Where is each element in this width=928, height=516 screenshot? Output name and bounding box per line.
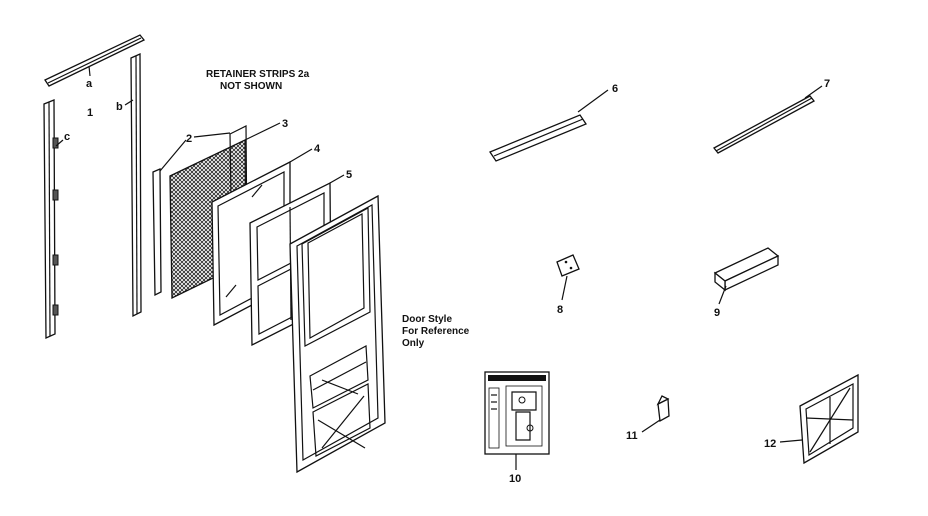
label-7: 7	[824, 78, 830, 90]
label-2: 2	[186, 133, 192, 145]
top-rail-part-a	[44, 34, 146, 87]
label-6: 6	[612, 83, 618, 95]
leader-7	[804, 85, 823, 99]
leader-2b	[159, 139, 187, 172]
label-10: 10	[509, 473, 521, 485]
leader-8	[561, 275, 568, 301]
door-note-line3: Only	[402, 338, 425, 349]
door-reference	[289, 194, 386, 474]
label-a: a	[86, 78, 93, 90]
label-8: 8	[557, 304, 563, 316]
door-note-line1: Door Style	[402, 314, 452, 325]
instruction-sheet-part-10	[484, 371, 550, 455]
label-12: 12	[764, 438, 776, 450]
label-c: c	[64, 131, 70, 143]
leader-b	[124, 99, 134, 106]
label-9: 9	[714, 307, 720, 319]
x-panel-part-12	[799, 373, 859, 465]
leader-5	[329, 174, 345, 184]
leader-6	[577, 89, 609, 113]
label-b: b	[116, 101, 123, 113]
block-part-9	[713, 247, 780, 292]
leader-a	[88, 65, 91, 77]
label-3: 3	[282, 118, 288, 130]
label-5: 5	[346, 169, 352, 181]
leader-2a	[193, 132, 231, 138]
bar-part-6	[489, 114, 587, 162]
hinge-jamb-part-c	[43, 99, 59, 339]
retainer-note-line1: RETAINER STRIPS 2a	[206, 69, 310, 80]
bracket-part-8	[556, 254, 580, 277]
latch-jamb-part-b	[130, 53, 142, 318]
label-4: 4	[314, 143, 321, 155]
retainer-note-line2: NOT SHOWN	[220, 81, 282, 92]
leader-3	[244, 122, 281, 141]
retainer-strip-part-2	[152, 168, 162, 297]
leader-c	[55, 139, 64, 147]
leader-9	[718, 285, 727, 305]
bar-part-7	[713, 95, 815, 154]
leader-12	[779, 439, 803, 443]
door-note-line2: For Reference	[402, 326, 470, 337]
leader-4	[289, 148, 313, 163]
label-11: 11	[626, 430, 638, 442]
plug-part-11	[656, 395, 670, 423]
leader-11	[641, 419, 661, 433]
label-1: 1	[87, 107, 93, 119]
